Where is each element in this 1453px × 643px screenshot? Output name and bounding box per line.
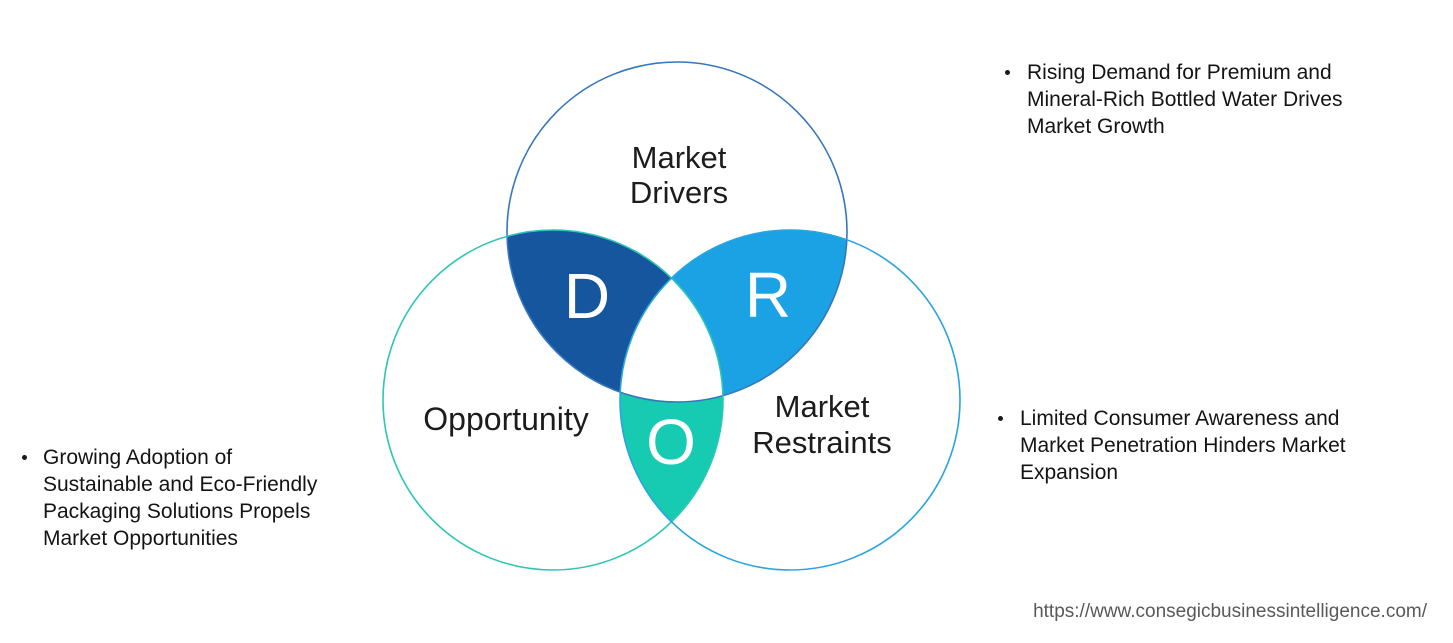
circle-market-drivers bbox=[506, 61, 848, 403]
label-market-restraints-line2: Restraints bbox=[752, 425, 892, 460]
annotation-restraints-line1: Limited Consumer Awareness and bbox=[1020, 407, 1340, 430]
source-url: https://www.consegicbusinessintelligence… bbox=[1033, 601, 1427, 622]
letter-o: O bbox=[646, 406, 696, 478]
annotation-drivers-line2: Mineral-Rich Bottled Water Drives bbox=[1027, 88, 1343, 111]
annotation-drivers-line3: Market Growth bbox=[1027, 115, 1165, 138]
bullet-icon bbox=[998, 416, 1003, 421]
label-opportunity: Opportunity bbox=[423, 401, 588, 437]
label-market-drivers-line1: Market bbox=[632, 140, 727, 175]
annotation-restraints: Limited Consumer Awareness and Market Pe… bbox=[998, 405, 1346, 486]
annotation-drivers-line1: Rising Demand for Premium and bbox=[1027, 61, 1332, 84]
label-market-drivers-line2: Drivers bbox=[630, 175, 728, 210]
annotation-restraints-line2: Market Penetration Hinders Market bbox=[1020, 434, 1346, 457]
circle-market-restraints bbox=[619, 229, 961, 571]
annotation-drivers: Rising Demand for Premium and Mineral-Ri… bbox=[1005, 59, 1342, 140]
label-market-restraints-line1: Market bbox=[775, 389, 870, 424]
annotation-restraints-line3: Expansion bbox=[1020, 461, 1119, 484]
annotation-opportunity-line1: Growing Adoption of bbox=[43, 446, 233, 469]
annotation-opportunity-line4: Market Opportunities bbox=[43, 527, 238, 550]
annotation-opportunity: Growing Adoption of Sustainable and Eco-… bbox=[22, 444, 317, 552]
bullet-icon bbox=[22, 455, 27, 460]
letter-d: D bbox=[564, 260, 610, 332]
letter-r: R bbox=[745, 259, 791, 331]
annotation-opportunity-line2: Sustainable and Eco-Friendly bbox=[43, 473, 318, 496]
circle-opportunity bbox=[382, 229, 724, 571]
annotation-opportunity-line3: Packaging Solutions Propels bbox=[43, 500, 311, 523]
bullet-icon bbox=[1005, 70, 1010, 75]
